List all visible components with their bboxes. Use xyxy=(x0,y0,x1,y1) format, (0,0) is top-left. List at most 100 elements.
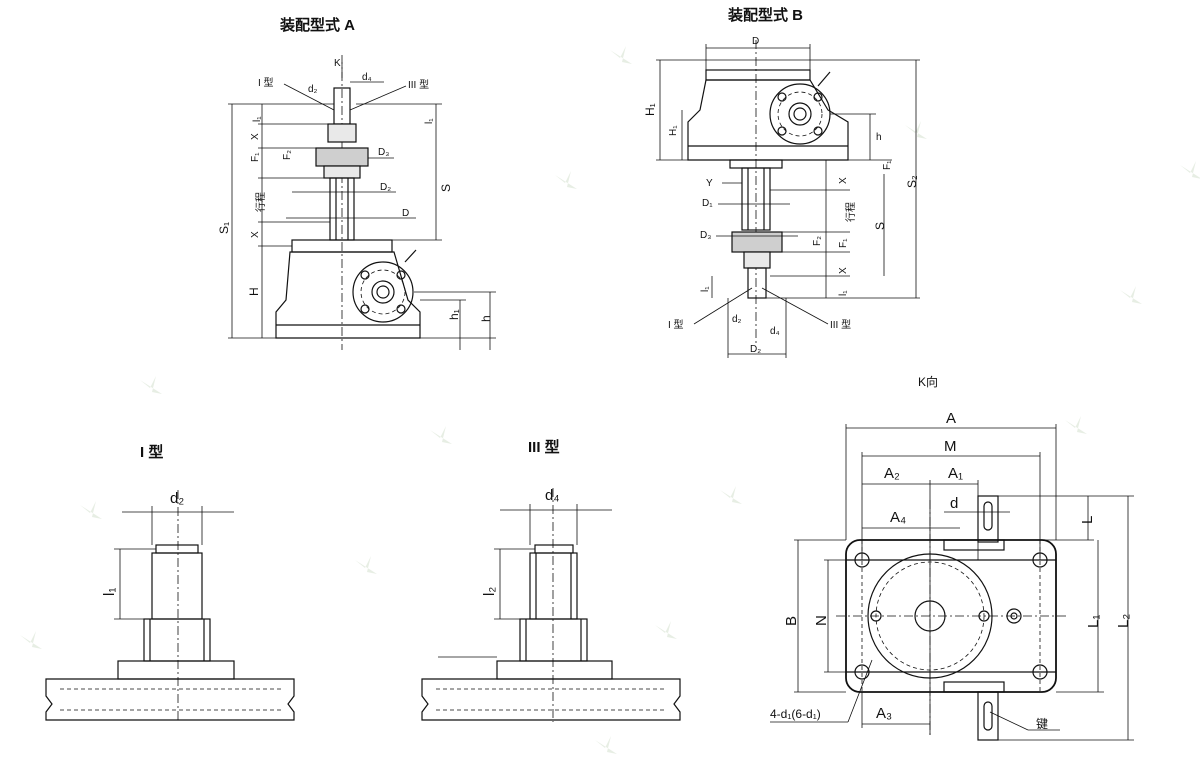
type3-callout-b: III 型 xyxy=(830,318,851,331)
key-label: 键 xyxy=(1036,717,1048,731)
b-label: B xyxy=(783,616,800,626)
bolt-hole xyxy=(360,270,370,280)
type-1-title: I 型 xyxy=(140,443,163,461)
grease-nipple xyxy=(404,249,417,263)
worm-flange xyxy=(769,83,831,145)
d1-label-b: D₁ xyxy=(702,198,713,209)
worm-shaft xyxy=(376,285,390,299)
a4-label: A₄ xyxy=(890,509,906,526)
k-label: K xyxy=(334,58,341,69)
d2-callout: d₂ xyxy=(308,84,318,95)
y-label: Y xyxy=(706,178,713,189)
h-label-left: H xyxy=(247,287,261,296)
d3-label: D₃ xyxy=(378,147,389,158)
x-label-b-top: X xyxy=(838,177,849,184)
d-top-label: D xyxy=(752,36,759,47)
assembly-b-drawing: 装配型式 B D H₁ H₁ Y xyxy=(643,6,920,358)
screw-end xyxy=(151,552,203,620)
gearbox-housing xyxy=(687,79,849,161)
a1-label: A₁ xyxy=(948,465,963,482)
h-label-b: h xyxy=(876,132,882,143)
f-label-b: F₁ xyxy=(882,160,893,170)
worm-housing xyxy=(943,539,1005,551)
f3-small-label: F₂ xyxy=(282,150,293,160)
s2-label: S₂ xyxy=(905,175,919,188)
worm-shaft-bore xyxy=(788,102,812,126)
type1-leader xyxy=(283,83,335,111)
screw-chamfer xyxy=(534,544,574,554)
watermark-mark xyxy=(1180,161,1200,179)
h1-label-b-outer: H₁ xyxy=(643,103,657,116)
stroke-label-a: 行程 xyxy=(254,192,267,212)
mount-hole xyxy=(1032,664,1048,680)
worm-flange xyxy=(352,261,414,323)
flange-plate xyxy=(421,678,681,721)
top-flange xyxy=(315,147,369,167)
x-label-top: X xyxy=(250,133,261,140)
type-3-title: III 型 xyxy=(528,438,560,456)
watermark-mark xyxy=(610,46,632,64)
a3-label: A₃ xyxy=(876,705,892,722)
x-label-lower: X xyxy=(250,231,261,238)
k-view-title: K向 xyxy=(918,374,938,389)
watermark-mark xyxy=(1065,416,1087,434)
h-label-a: h xyxy=(479,315,493,322)
grease-nipple xyxy=(817,71,831,87)
d2-label: D₂ xyxy=(380,182,391,193)
bolt-hole xyxy=(360,304,370,314)
worm-shaft-top xyxy=(977,495,999,543)
worm-flange-bolt-circle xyxy=(360,269,406,315)
screw-chamfer xyxy=(155,544,199,554)
upper-tube xyxy=(323,165,361,179)
bolt-hole xyxy=(396,304,406,314)
watermark-mark xyxy=(1120,286,1142,304)
d4-callout: d₄ xyxy=(362,72,372,83)
watermark-marks xyxy=(20,46,1200,754)
screw-end xyxy=(529,552,578,620)
bolt-hole xyxy=(813,126,823,136)
f2-label-b: F₂ xyxy=(812,236,823,246)
watermark-mark xyxy=(555,171,577,189)
a2-label: A₂ xyxy=(884,465,900,482)
worm-shaft xyxy=(793,107,807,121)
type3-leader xyxy=(349,85,407,111)
assembly-a-title: 装配型式 A xyxy=(279,16,355,34)
l-label: L xyxy=(1079,516,1096,524)
h1-label-a: h₁ xyxy=(447,309,461,320)
l1-label-right: l₁ xyxy=(424,118,435,124)
d4-label-type3: d₄ xyxy=(545,487,559,504)
l2-label-type3: l₂ xyxy=(481,587,498,596)
watermark-mark xyxy=(655,621,677,639)
flange-top xyxy=(117,660,235,680)
bolt-hole xyxy=(777,126,787,136)
f1-label-b: F₁ xyxy=(838,238,849,248)
l1-label-type1: l₁ xyxy=(101,588,118,596)
flange-plate xyxy=(45,678,295,721)
screw-end xyxy=(747,267,767,299)
d1-leader xyxy=(847,659,873,723)
worm-flange-bolt-circle xyxy=(777,91,823,137)
watermark-mark xyxy=(20,631,42,649)
f1-label: F₁ xyxy=(250,152,261,162)
s-label-b: S xyxy=(873,222,887,230)
s-label-a: S xyxy=(439,184,453,192)
type-3-detail: III 型 d₄ l₂ xyxy=(421,438,681,722)
type1-callout: I 型 xyxy=(258,76,274,89)
d2-label-type1: d₂ xyxy=(170,490,184,507)
grease-nipple-inner xyxy=(1010,612,1018,620)
type1-callout-b: I 型 xyxy=(668,318,684,331)
watermark-mark xyxy=(140,376,162,394)
collar xyxy=(519,618,588,662)
n-label: N xyxy=(813,615,830,626)
bottom-collar xyxy=(743,251,771,269)
watermark-mark xyxy=(355,556,377,574)
a-label: A xyxy=(946,410,956,427)
l2-label-k: L₂ xyxy=(1115,614,1132,628)
key-slot-top xyxy=(983,501,993,531)
worm-shaft-bottom xyxy=(977,691,999,741)
screw-shaft xyxy=(741,167,771,231)
s1-label: S₁ xyxy=(217,222,231,234)
d3-label-b: D₃ xyxy=(700,230,711,241)
stroke-label-b: 行程 xyxy=(844,202,857,222)
